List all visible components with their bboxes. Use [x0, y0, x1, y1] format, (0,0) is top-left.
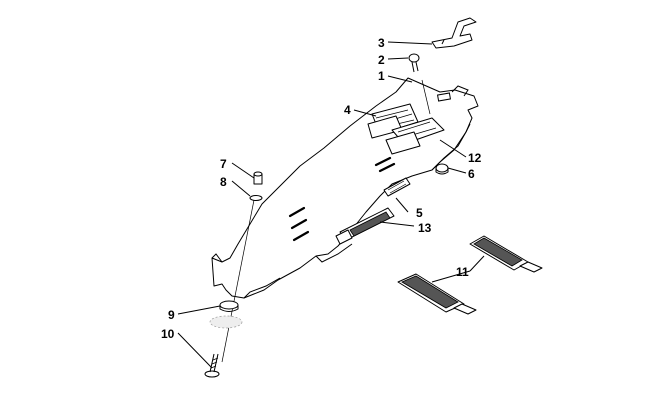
callout-5: 5 [416, 206, 423, 220]
callout-labels: 3 2 1 4 5 6 7 8 9 10 11 12 13 [161, 36, 482, 341]
bracket-part [431, 17, 477, 49]
traction-strip-part-upper [469, 235, 543, 273]
callout-7: 7 [220, 157, 227, 171]
callout-11: 11 [456, 265, 469, 279]
callout-3: 3 [378, 36, 385, 50]
pad-part [209, 315, 243, 329]
callout-2: 2 [378, 53, 385, 67]
bolt-part [408, 53, 431, 115]
callout-9: 9 [168, 308, 175, 322]
upper-fastener-part [249, 171, 263, 201]
leader-lines [177, 41, 485, 369]
decal-part [385, 117, 445, 155]
assembly-axis-line [221, 199, 255, 363]
callout-8: 8 [220, 175, 227, 189]
callout-1: 1 [378, 69, 385, 83]
callout-13: 13 [418, 221, 432, 235]
callout-6: 6 [468, 167, 475, 181]
vent-grille-part [335, 177, 411, 245]
callout-10: 10 [161, 327, 175, 341]
spacer-part [219, 300, 239, 312]
plate-slots [288, 156, 396, 242]
nut-part [435, 163, 449, 175]
callout-12: 12 [468, 151, 482, 165]
callout-4: 4 [344, 103, 351, 117]
screw-part [204, 353, 220, 378]
traction-strip-part-lower [397, 273, 477, 315]
